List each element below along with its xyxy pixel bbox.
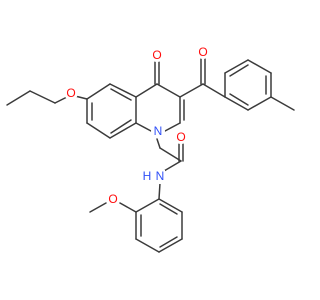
bond [89, 202, 107, 213]
bond [229, 93, 249, 106]
bond [159, 236, 178, 248]
bond [86, 122, 111, 139]
bond [119, 202, 137, 213]
bond [110, 88, 132, 101]
amide-h-label: H [143, 169, 152, 183]
bond [110, 119, 132, 134]
quinolone-oxygen-label: O [152, 48, 161, 62]
bond [156, 138, 161, 149]
bond [159, 147, 182, 162]
bond [270, 96, 295, 111]
ring-nitrogen-label: N [154, 124, 163, 138]
bond [163, 160, 182, 172]
ring-nitrogen: N [151, 124, 165, 138]
bond [158, 198, 183, 213]
bond [109, 83, 137, 98]
bond [135, 83, 158, 98]
bond [224, 59, 249, 74]
amide-nitrogen-label: N [156, 169, 165, 183]
methoxy-oxygen-label: O [108, 192, 117, 206]
structure-diagram: O O O N O H N O [6, 45, 295, 253]
amide-oxygen-label: O [176, 130, 185, 144]
bond [229, 64, 249, 77]
benzoyl-oxygen-label: O [198, 45, 207, 59]
bonds [6, 57, 295, 253]
molecule-canvas: O O O N O H N O [6, 45, 295, 253]
bond [86, 83, 111, 100]
bond [159, 203, 178, 215]
ethoxy-oxygen: O [64, 86, 78, 100]
methoxy-oxygen: O [106, 192, 120, 206]
bond [202, 83, 226, 98]
bond [179, 83, 204, 98]
bond [247, 59, 272, 74]
bond [135, 122, 152, 132]
ethoxy-oxygen-label: O [66, 86, 75, 100]
bond [247, 96, 272, 111]
bond [29, 90, 56, 104]
bond [158, 182, 161, 200]
amide-oxygen: O [174, 130, 188, 144]
bond [164, 122, 181, 132]
amide-nh: H N [141, 169, 165, 184]
bond [158, 238, 183, 253]
benzoyl-carbonyl-oxygen: O [196, 45, 210, 59]
bond [156, 83, 181, 98]
bond [135, 198, 160, 213]
bond [6, 90, 31, 106]
bond [224, 96, 249, 111]
bond [135, 238, 160, 253]
quinolone-carbonyl-oxygen: O [150, 48, 164, 62]
bond [109, 122, 137, 139]
atom-labels: O O O N O H N O [64, 45, 210, 206]
